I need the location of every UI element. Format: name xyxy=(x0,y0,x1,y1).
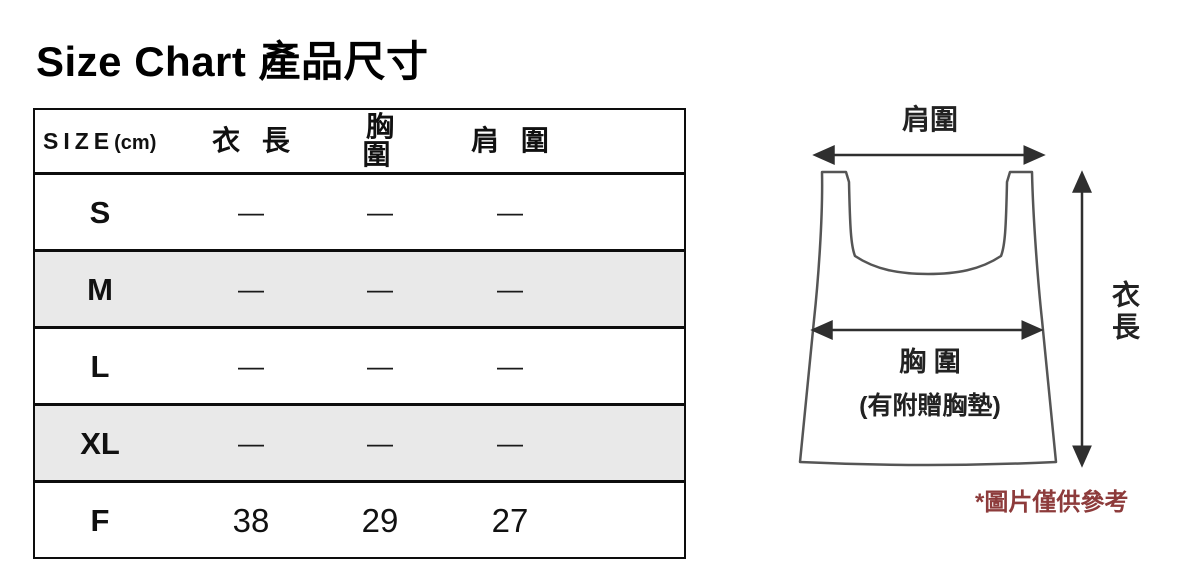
value-cell: 27 xyxy=(491,501,529,539)
size-table: SIZE(cm) 衣 長 胸 圍 肩 圍 S — — — M — — — L —… xyxy=(33,108,686,559)
value-cell: — xyxy=(497,351,523,381)
value-cell: — xyxy=(367,274,393,304)
garment-diagram xyxy=(798,145,1092,468)
reference-footnote: *圖片僅供參考 xyxy=(975,489,1129,516)
value-cell: — xyxy=(497,274,523,304)
table-header-row: SIZE(cm) 衣 長 胸 圍 肩 圍 xyxy=(35,110,684,175)
chest-pad-note: (有附贈胸墊) xyxy=(859,392,1001,420)
value-cell: — xyxy=(367,197,393,227)
table-row-l: L — — — xyxy=(35,329,684,406)
size-label: M xyxy=(87,271,113,307)
column-header-chest: 胸 圍 xyxy=(362,111,401,170)
tank-top-outline xyxy=(798,170,1058,467)
value-cell: — xyxy=(497,428,523,458)
size-label: F xyxy=(90,502,110,538)
garment-length-label: 衣長 xyxy=(1109,280,1140,344)
size-label: L xyxy=(90,348,110,384)
value-cell: — xyxy=(367,351,393,381)
table-row-xl: XL — — — xyxy=(35,406,684,483)
chest-label: 胸 圍 xyxy=(899,347,961,377)
size-label: XL xyxy=(80,425,120,461)
value-cell: — xyxy=(238,274,264,304)
column-header-shoulder: 肩 圍 xyxy=(471,125,556,156)
shoulder-label: 肩圍 xyxy=(901,104,958,135)
page-title: Size Chart 產品尺寸 xyxy=(36,38,429,85)
value-cell: 29 xyxy=(361,501,399,539)
value-cell: 38 xyxy=(232,501,270,539)
value-cell: — xyxy=(238,197,264,227)
value-cell: — xyxy=(238,351,264,381)
header-size: SIZE(cm) xyxy=(35,127,165,154)
table-row-f: F 38 29 27 xyxy=(35,483,684,557)
table-row-s: S — — — xyxy=(35,175,684,252)
value-cell: — xyxy=(367,428,393,458)
header-size-unit: (cm) xyxy=(114,131,157,154)
size-label: S xyxy=(89,194,111,230)
value-cell: — xyxy=(497,197,523,227)
header-size-word: SIZE xyxy=(43,127,115,154)
column-header-garment-length: 衣 長 xyxy=(212,125,297,156)
table-row-m: M — — — xyxy=(35,252,684,329)
value-cell: — xyxy=(238,428,264,458)
